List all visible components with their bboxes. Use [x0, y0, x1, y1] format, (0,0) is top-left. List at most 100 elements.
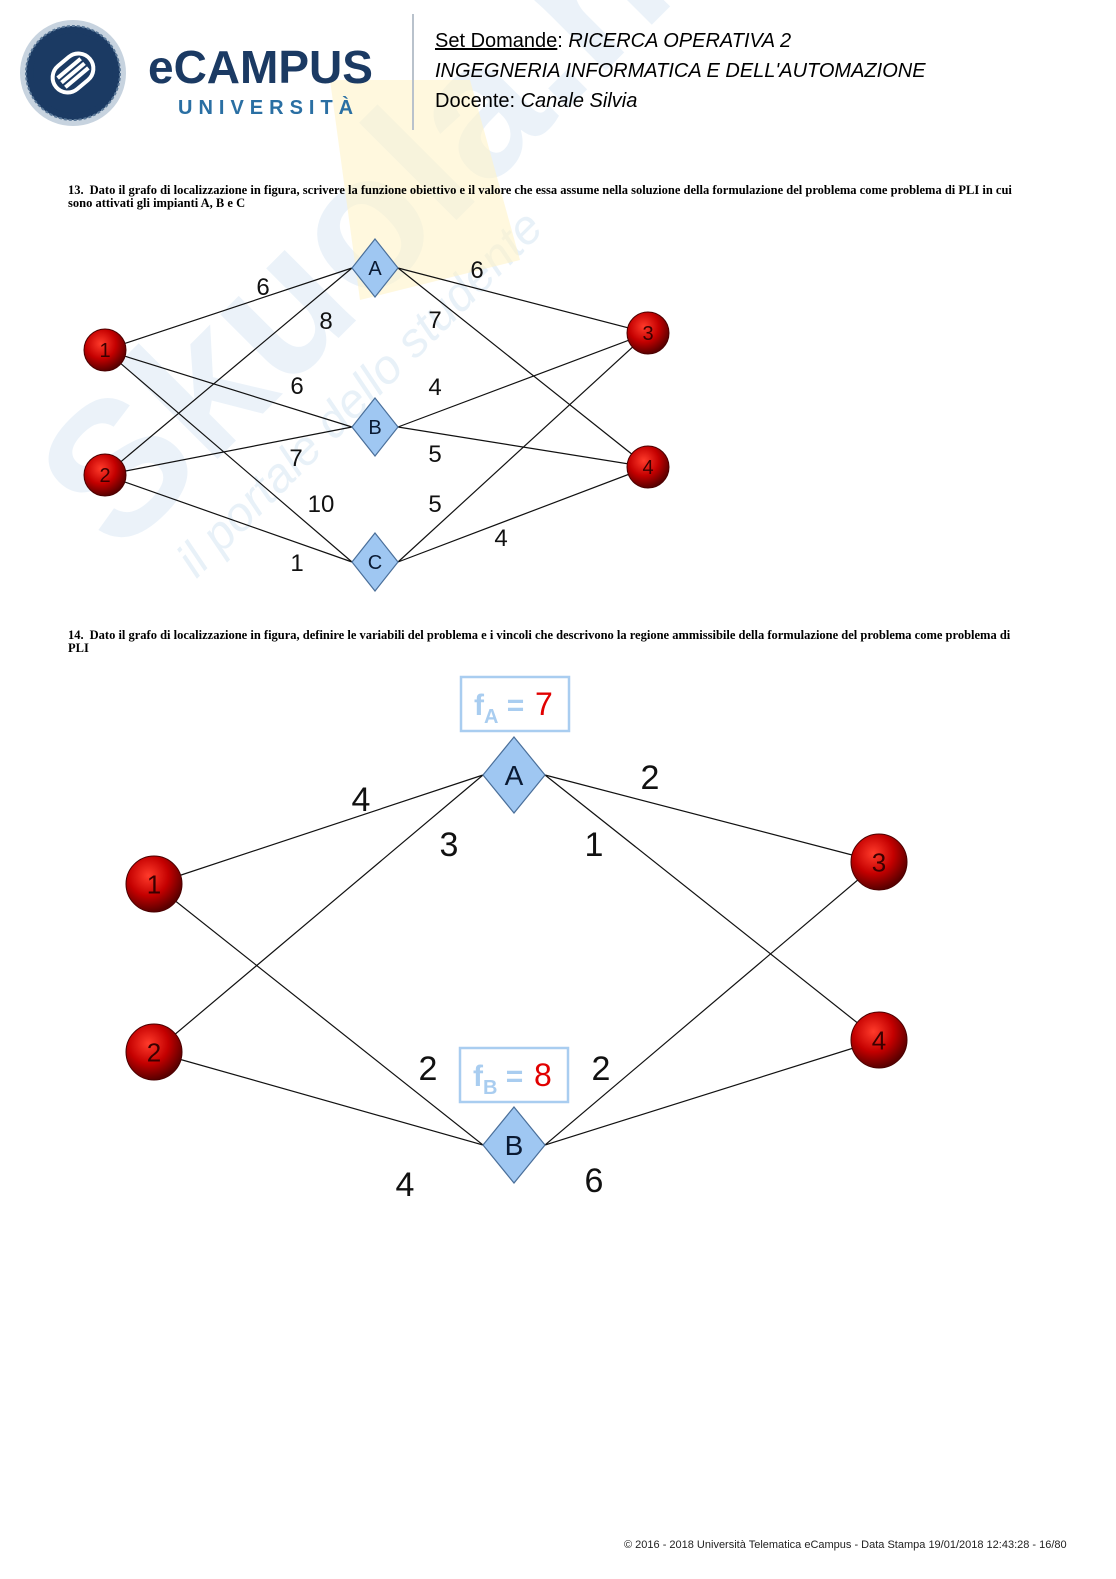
edge-2-A [104, 267, 353, 476]
facility-label: C [368, 552, 382, 574]
edge-cost-label: 4 [494, 525, 507, 552]
client-label: 1 [147, 869, 161, 899]
client-label: 3 [642, 323, 653, 345]
fixed-cost-box [458, 1046, 570, 1104]
edge-cost-label: 6 [290, 373, 303, 400]
edge-B-3 [544, 861, 880, 1146]
edge-cost-label: 5 [428, 441, 441, 468]
facility-label: B [368, 417, 381, 439]
fixed-cost-box [459, 675, 571, 733]
question-13: 13.Dato il grafo di localizzazione in fi… [68, 184, 1028, 210]
page-footer: © 2016 - 2018 Università Telematica eCam… [624, 1539, 1067, 1551]
teacher-name: Canale Silvia [520, 90, 638, 112]
facility-node-C: C [351, 532, 399, 592]
sphere-icon [626, 445, 670, 489]
client-label: 4 [872, 1025, 886, 1055]
facility-label: A [505, 760, 524, 791]
facility-label: B [505, 1130, 524, 1161]
edge-cost-label: 1 [585, 826, 604, 864]
fixed-cost-A: fA = 7 [459, 675, 571, 733]
client-node-4: 4 [850, 1011, 908, 1069]
edge-1-B [153, 883, 484, 1146]
set-label: Set Domande [435, 30, 558, 52]
sphere-icon [125, 855, 183, 913]
edge-cost-label: 6 [256, 274, 269, 301]
diamond-icon [351, 532, 399, 592]
edges [153, 774, 880, 1146]
sphere-icon [626, 311, 670, 355]
page-header: eCAMPUS UNIVERSITÀ Set Domande: RICERCA … [0, 0, 1116, 140]
client-label: 1 [99, 340, 110, 362]
edge-cost-label: 10 [308, 491, 335, 518]
diamond-icon [351, 397, 399, 457]
facility-node-A: A [482, 736, 546, 814]
facility-node-B: B [482, 1106, 546, 1184]
edge-B-3 [397, 332, 649, 428]
header-divider [412, 14, 414, 130]
edge-cost-label: 1 [290, 550, 303, 577]
sphere-icon [125, 1023, 183, 1081]
client-node-2: 2 [125, 1023, 183, 1081]
sphere-icon [83, 453, 127, 497]
edge-A-3 [544, 774, 880, 863]
edge-cost-label: 3 [440, 826, 459, 864]
edge-cost-label: 2 [592, 1050, 611, 1088]
edge-A-4 [397, 267, 649, 468]
ecampus-logo-seal-icon [20, 20, 126, 126]
edge-2-C [104, 474, 353, 563]
edge-2-B [153, 1051, 484, 1146]
set-separator: : [557, 30, 569, 52]
fixed-cost-label: fA = [474, 689, 524, 728]
fixed-cost-value: 8 [534, 1057, 552, 1093]
sphere-icon [850, 1011, 908, 1069]
client-label: 2 [147, 1037, 161, 1067]
fixed-cost-value: 7 [535, 686, 553, 722]
edge-cost-label: 4 [428, 374, 441, 401]
edge-1-A [104, 267, 353, 351]
client-node-3: 3 [626, 311, 670, 355]
sphere-icon [83, 328, 127, 372]
question-number: 14. [68, 628, 84, 642]
client-label: 2 [99, 465, 110, 487]
question-number: 13. [68, 183, 84, 197]
edge-1-C [104, 349, 353, 563]
logo-subtitle: UNIVERSITÀ [178, 97, 360, 119]
degree-name: INGEGNERIA INFORMATICA E DELL'AUTOMAZION… [435, 60, 926, 82]
edge-2-A [153, 774, 484, 1053]
client-node-1: 1 [83, 328, 127, 372]
edge-cost-label: 7 [428, 307, 441, 334]
question-14: 14.Dato il grafo di localizzazione in fi… [68, 629, 1028, 655]
client-label: 3 [872, 847, 886, 877]
client-node-4: 4 [626, 445, 670, 489]
question-text: Dato il grafo di localizzazione in figur… [68, 183, 1012, 210]
edge-2-B [104, 426, 353, 476]
edge-cost-label: 4 [352, 781, 371, 819]
client-node-1: 1 [125, 855, 183, 913]
edge-1-A [153, 774, 484, 885]
fixed-cost-B: fB = 8 [458, 1046, 570, 1104]
edge-cost-label: 6 [585, 1162, 604, 1200]
edge-C-3 [397, 332, 649, 563]
fixed-cost-label: fB = [473, 1060, 523, 1099]
diamond-icon [482, 736, 546, 814]
client-node-3: 3 [850, 833, 908, 891]
facility-node-B: B [351, 397, 399, 457]
edge-1-B [104, 349, 353, 428]
edge-A-4 [544, 774, 880, 1041]
question-text: Dato il grafo di localizzazione in figur… [68, 628, 1011, 655]
edges [104, 267, 649, 563]
edge-cost-label: 8 [319, 308, 332, 335]
edge-B-4 [544, 1039, 880, 1146]
sphere-icon [850, 833, 908, 891]
client-node-2: 2 [83, 453, 127, 497]
client-label: 4 [642, 457, 653, 479]
diamond-icon [482, 1106, 546, 1184]
edge-cost-label: 7 [289, 445, 302, 472]
edge-cost-label: 2 [641, 759, 660, 797]
edge-cost-label: 2 [419, 1050, 438, 1088]
edge-cost-label: 4 [396, 1166, 415, 1204]
course-name: RICERCA OPERATIVA 2 [568, 30, 792, 52]
edge-cost-label: 5 [428, 491, 441, 518]
edge-C-4 [397, 466, 649, 563]
